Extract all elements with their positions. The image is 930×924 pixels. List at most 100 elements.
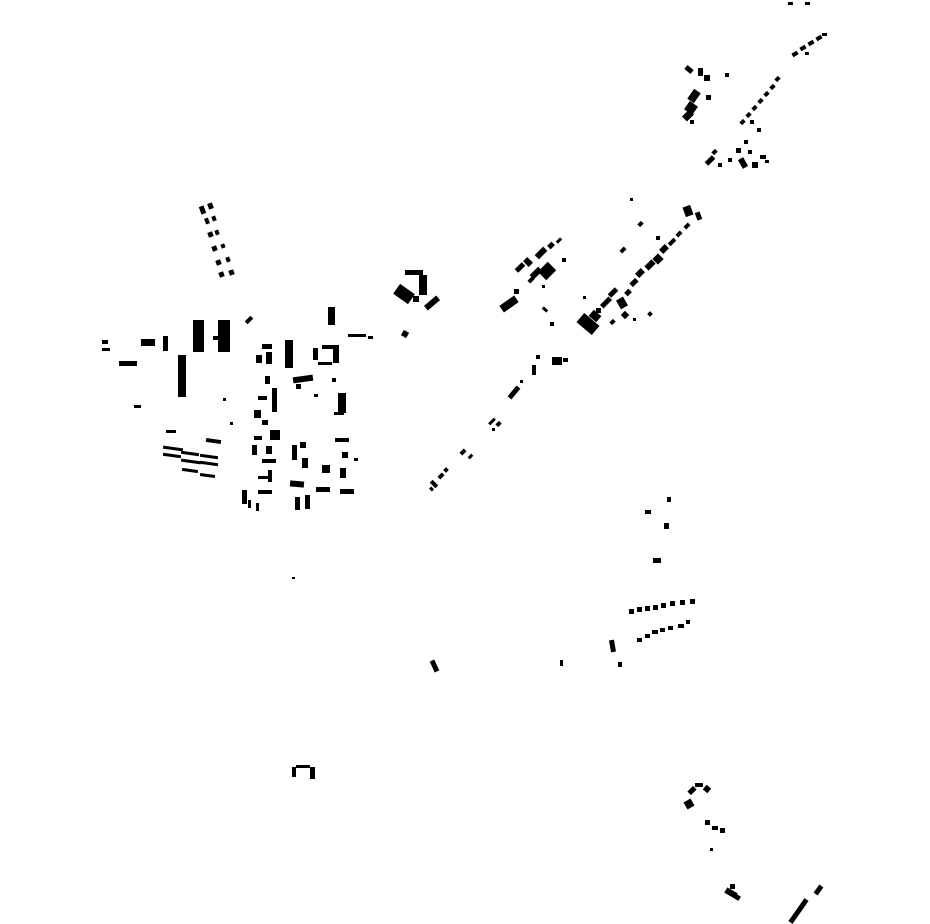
building-footprint: [254, 436, 262, 440]
building-footprint: [815, 34, 823, 42]
building-footprint: [769, 83, 776, 91]
building-footprint: [537, 261, 557, 281]
building-footprint: [413, 296, 419, 302]
building-footprint: [637, 638, 642, 642]
building-footprint: [788, 2, 793, 5]
building-footprint: [207, 202, 214, 210]
building-footprint: [633, 318, 636, 321]
building-footprint: [737, 157, 749, 169]
building-footprint: [652, 630, 658, 634]
building-footprint: [520, 380, 523, 383]
building-footprint: [266, 446, 272, 454]
building-footprint: [751, 104, 758, 112]
building-footprint: [488, 417, 496, 426]
building-footprint: [534, 246, 548, 260]
building-footprint: [765, 160, 769, 163]
building-footprint: [620, 310, 630, 320]
building-footprint: [199, 460, 219, 467]
building-footprint: [690, 120, 694, 124]
building-footprint: [437, 472, 445, 480]
building-footprint: [429, 659, 440, 673]
building-footprint: [724, 887, 738, 899]
building-footprint: [667, 237, 677, 247]
building-footprint: [258, 476, 268, 479]
building-footprint: [728, 158, 732, 162]
building-footprint: [541, 306, 549, 313]
building-footprint: [527, 276, 535, 284]
building-footprint: [266, 352, 272, 364]
building-footprint: [507, 385, 521, 400]
building-footprint: [180, 450, 200, 457]
building-footprint: [712, 826, 718, 830]
building-footprint: [680, 600, 685, 605]
building-footprint: [492, 428, 495, 431]
building-footprint: [348, 334, 366, 337]
building-footprint: [256, 503, 259, 511]
building-footprint: [647, 311, 653, 317]
building-footprint: [198, 205, 207, 215]
building-footprint: [637, 220, 644, 228]
building-footprint: [228, 269, 235, 276]
building-footprint: [706, 95, 711, 100]
building-footprint: [514, 289, 519, 294]
building-footprint: [514, 262, 526, 273]
building-footprint: [268, 470, 272, 482]
building-footprint: [218, 320, 230, 352]
building-footprint: [289, 480, 305, 488]
building-footprint: [354, 458, 358, 461]
building-footprint: [682, 204, 694, 218]
building-footprint: [702, 784, 712, 794]
building-footprint: [659, 244, 669, 254]
building-footprint: [822, 33, 827, 36]
building-footprint: [296, 765, 310, 768]
building-footprint: [102, 348, 110, 351]
building-footprint: [745, 111, 752, 119]
building-footprint: [619, 246, 627, 254]
building-footprint: [258, 396, 267, 400]
building-footprint: [310, 767, 315, 779]
building-footprint: [166, 430, 176, 433]
building-footprint: [141, 339, 155, 346]
building-footprint: [529, 266, 543, 280]
building-footprint: [256, 355, 262, 363]
building-footprint: [799, 44, 807, 52]
building-footprint: [292, 577, 295, 579]
building-footprint: [214, 229, 220, 236]
building-footprint: [223, 398, 226, 401]
building-footprint: [199, 472, 216, 479]
building-footprint: [334, 412, 344, 415]
building-footprint: [292, 445, 297, 460]
building-footprint: [318, 362, 332, 365]
building-footprint: [734, 894, 741, 901]
building-footprint: [523, 257, 533, 267]
building-footprint: [635, 268, 645, 278]
building-footprint: [744, 140, 748, 144]
building-footprint: [322, 345, 336, 349]
building-footprint: [292, 374, 314, 384]
building-footprint: [393, 283, 415, 305]
building-footprint: [690, 599, 695, 604]
building-footprint: [302, 458, 308, 468]
building-footprint: [607, 287, 619, 298]
building-footprint: [675, 230, 683, 238]
building-footprint: [429, 479, 439, 489]
building-footprint: [536, 355, 540, 359]
building-footprint: [547, 241, 555, 250]
building-footprint: [178, 355, 186, 397]
building-footprint: [328, 307, 335, 325]
building-footprint: [560, 660, 563, 666]
building-footprint: [162, 452, 182, 459]
building-footprint: [211, 245, 218, 252]
building-footprint: [542, 285, 545, 288]
building-footprint: [645, 634, 650, 638]
building-footprint: [583, 296, 586, 299]
building-footprint: [576, 312, 600, 336]
building-footprint: [704, 155, 716, 166]
building-footprint: [711, 148, 718, 156]
building-footprint: [757, 128, 761, 132]
building-footprint: [423, 295, 441, 311]
building-footprint: [705, 820, 710, 825]
building-footprint: [710, 848, 713, 851]
building-footprint: [644, 259, 656, 271]
building-footprint: [295, 497, 300, 510]
